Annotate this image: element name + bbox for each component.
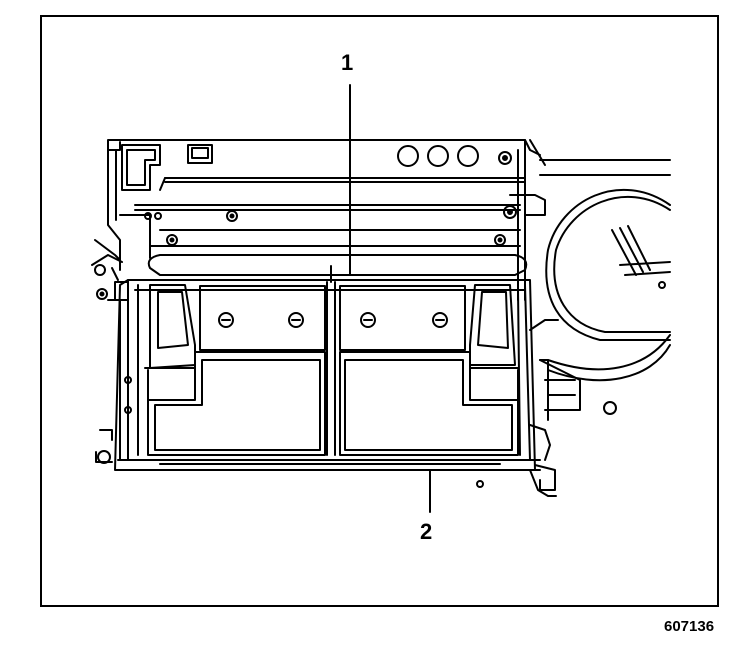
cover-screws — [218, 312, 448, 328]
figure-id-label: 607136 — [664, 618, 715, 635]
blower-housing — [529, 139, 671, 415]
callout-1-label: 1 — [341, 50, 354, 75]
leader-lines — [349, 84, 431, 513]
upper-housing — [91, 139, 546, 301]
filter-cover — [95, 254, 559, 497]
callout-2-label: 2 — [420, 519, 433, 544]
diagram-frame — [40, 15, 719, 607]
